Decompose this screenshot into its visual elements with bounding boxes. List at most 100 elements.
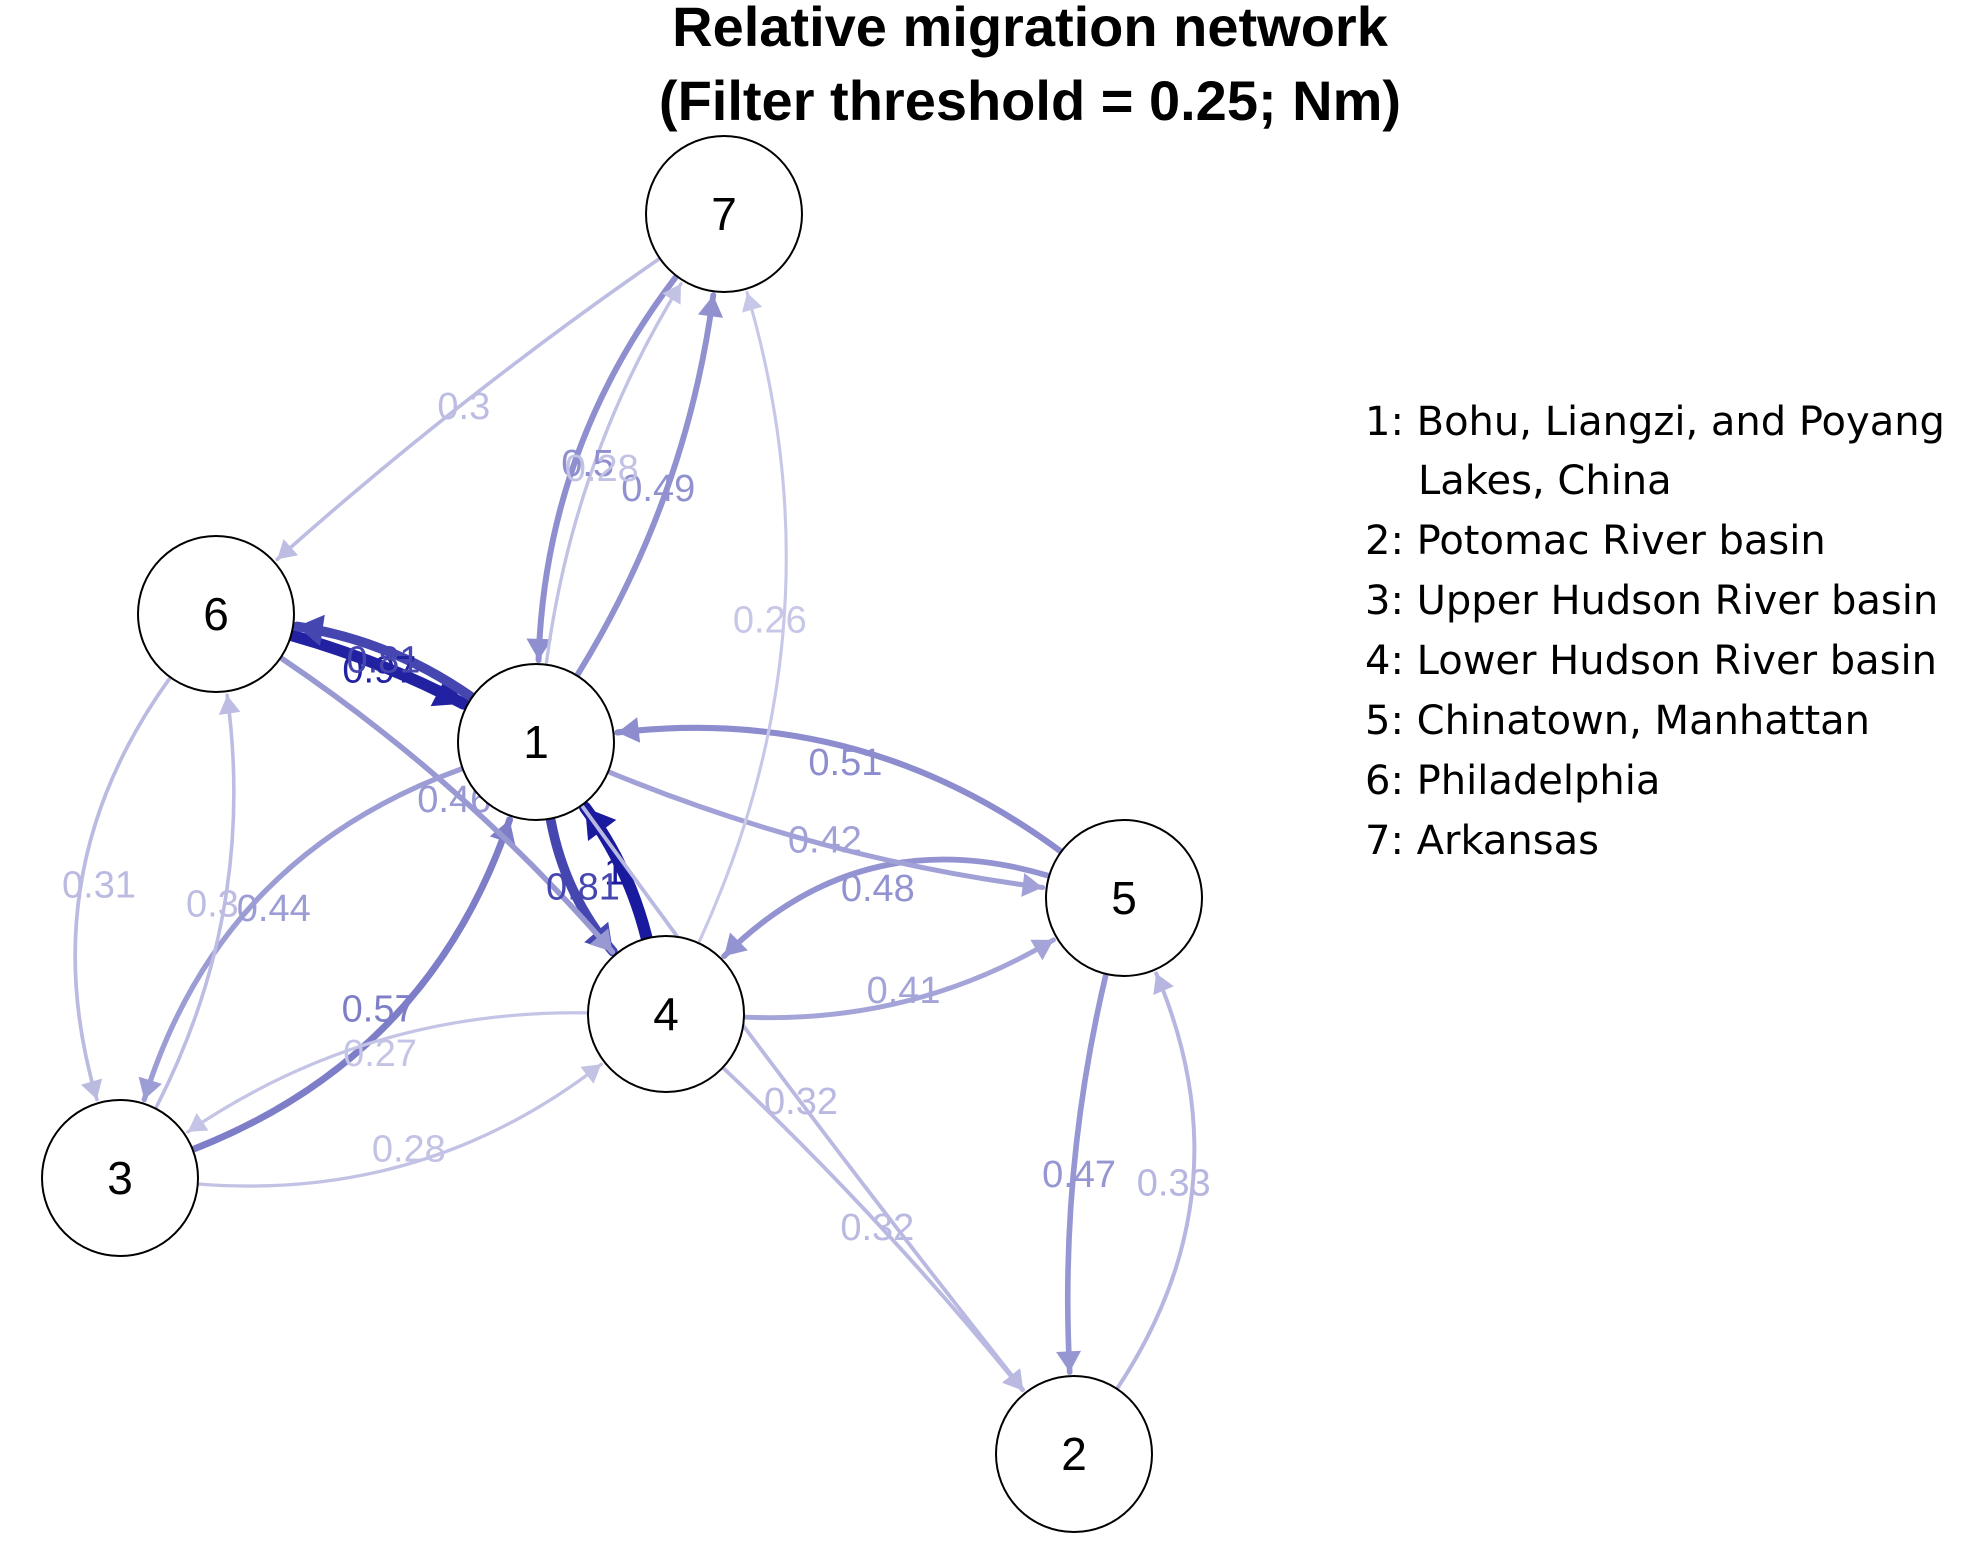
edge-label-7-to-6: 0.3 — [437, 386, 490, 428]
edge-6-to-4 — [279, 656, 616, 955]
edge-labels-layer: 10.970.810.810.570.510.50.490.480.470.46… — [62, 386, 1211, 1249]
edge-label-1-to-7: 0.28 — [565, 448, 639, 490]
node-2: 2 — [995, 1375, 1153, 1533]
edge-4-to-7 — [697, 291, 788, 943]
edge-arrowhead-2-to-5 — [1153, 973, 1174, 996]
edge-label-2-to-5: 0.33 — [1137, 1163, 1211, 1205]
edge-label-3-to-4: 0.28 — [372, 1129, 446, 1171]
node-label: 4 — [653, 988, 679, 1040]
node-label: 7 — [711, 188, 737, 240]
edge-arrowhead-4-to-3 — [187, 1113, 209, 1132]
edge-7-to-6 — [275, 257, 661, 562]
node-label: 3 — [107, 1152, 133, 1204]
figure-title-line-2: (Filter threshold = 0.25; Nm) — [659, 69, 1401, 132]
edge-arrowhead-7-to-1 — [526, 638, 553, 661]
edge-7-to-1 — [535, 274, 679, 664]
edge-arrowhead-6-to-1 — [430, 675, 464, 707]
edge-arrowhead-3-to-4 — [580, 1064, 602, 1084]
edge-arrowhead-1-to-6 — [297, 614, 325, 646]
node-5: 5 — [1045, 819, 1203, 977]
edge-1-to-5 — [607, 769, 1046, 891]
nodes-layer: 1 2 3 4 5 6 7 — [41, 135, 1203, 1533]
legend-entry: 7: Arkansas — [1365, 818, 1599, 864]
edge-label-3-to-6: 0.3 — [186, 884, 239, 926]
edge-arrowhead-4-to-1 — [585, 807, 617, 841]
edge-4-to-3 — [186, 1011, 588, 1134]
edge-4-to-2 — [722, 1066, 1025, 1393]
edge-6-to-3 — [73, 677, 172, 1102]
edge-arrowhead-6-to-3 — [81, 1078, 103, 1100]
edge-label-5-to-1: 0.51 — [808, 742, 882, 784]
edge-2-to-5 — [1116, 971, 1197, 1390]
edge-5-to-4 — [721, 856, 1051, 960]
node-circle — [137, 535, 295, 693]
edge-label-1-to-6: 0.81 — [346, 639, 420, 681]
legend-entry: 6: Philadelphia — [1365, 758, 1660, 804]
edge-arrowhead-6-to-4 — [589, 928, 613, 952]
node-4: 4 — [587, 935, 745, 1093]
legend-entry: 1: Bohu, Liangzi, and Poyang — [1365, 399, 1945, 445]
node-label: 2 — [1061, 1428, 1087, 1480]
edge-label-4-to-1: 1 — [604, 852, 625, 894]
edge-arrowhead-3-to-6 — [218, 695, 241, 715]
edge-1-to-2 — [580, 804, 1026, 1392]
edge-arrowhead-4-to-2 — [1002, 1368, 1023, 1391]
edge-arrowhead-4-to-5 — [1030, 939, 1054, 961]
edge-label-4-to-5: 0.41 — [867, 970, 941, 1012]
legend: 1: Bohu, Liangzi, and Poyang Lakes, Chin… — [1365, 399, 1945, 864]
edge-5-to-2 — [1064, 973, 1109, 1375]
node-circle — [995, 1375, 1153, 1533]
edge-arrowhead-5-to-1 — [617, 717, 641, 743]
edge-5-to-1 — [614, 724, 1063, 854]
edge-1-to-7 — [575, 292, 717, 677]
edge-label-1-to-5: 0.42 — [788, 819, 862, 861]
edge-3-to-6 — [154, 693, 236, 1109]
edge-1-to-7 — [544, 282, 683, 665]
edge-label-6-to-3: 0.31 — [62, 864, 136, 906]
edge-arrowhead-5-to-4 — [724, 932, 748, 957]
edge-label-1-to-2: 0.32 — [764, 1081, 838, 1123]
legend-entry: 2: Potomac River basin — [1365, 518, 1826, 564]
edge-arrowhead-1-to-7 — [662, 283, 681, 305]
edge-3-to-4 — [198, 1062, 603, 1188]
edge-label-1-to-3: 0.44 — [237, 888, 311, 930]
node-label: 6 — [203, 588, 229, 640]
node-circle — [1045, 819, 1203, 977]
edge-arrowhead-1-to-5 — [1021, 872, 1043, 897]
legend-entry: Lakes, China — [1418, 458, 1672, 504]
node-circle — [457, 663, 615, 821]
node-3: 3 — [41, 1099, 199, 1257]
edge-label-3-to-1: 0.57 — [342, 988, 416, 1030]
legend-entry: 3: Upper Hudson River basin — [1365, 578, 1938, 624]
edge-label-1-to-4: 0.81 — [546, 867, 620, 909]
edge-4-to-5 — [743, 937, 1056, 1021]
edge-arrowhead-5-to-2 — [1056, 1350, 1082, 1373]
edge-label-5-to-2: 0.47 — [1042, 1154, 1116, 1196]
node-1: 1 — [457, 663, 615, 821]
node-7: 7 — [645, 135, 803, 293]
figure-title-line-1: Relative migration network — [672, 0, 1389, 58]
edge-3-to-1 — [191, 816, 514, 1153]
node-label: 5 — [1111, 872, 1137, 924]
node-circle — [41, 1099, 199, 1257]
edge-arrowhead-1-to-7 — [697, 295, 724, 318]
edge-arrowhead-7-to-6 — [277, 539, 299, 560]
edge-label-4-to-2: 0.32 — [840, 1207, 914, 1249]
edge-label-1-to-7: 0.49 — [621, 468, 695, 510]
legend-entry: 5: Chinatown, Manhattan — [1365, 698, 1870, 744]
edge-label-7-to-1: 0.5 — [561, 443, 614, 485]
node-circle — [587, 935, 745, 1093]
node-label: 1 — [523, 716, 549, 768]
edge-label-4-to-3: 0.27 — [343, 1033, 417, 1075]
legend-entry: 4: Lower Hudson River basin — [1365, 638, 1937, 684]
edges-layer — [73, 257, 1197, 1393]
edge-arrowhead-1-to-3 — [138, 1076, 162, 1100]
edge-label-6-to-1: 0.97 — [342, 650, 416, 692]
edge-label-4-to-7: 0.26 — [733, 599, 807, 641]
edge-arrowhead-4-to-7 — [742, 292, 763, 313]
edge-label-5-to-4: 0.48 — [841, 868, 915, 910]
edge-1-to-3 — [141, 766, 464, 1103]
node-6: 6 — [137, 535, 295, 693]
node-circle — [645, 135, 803, 293]
